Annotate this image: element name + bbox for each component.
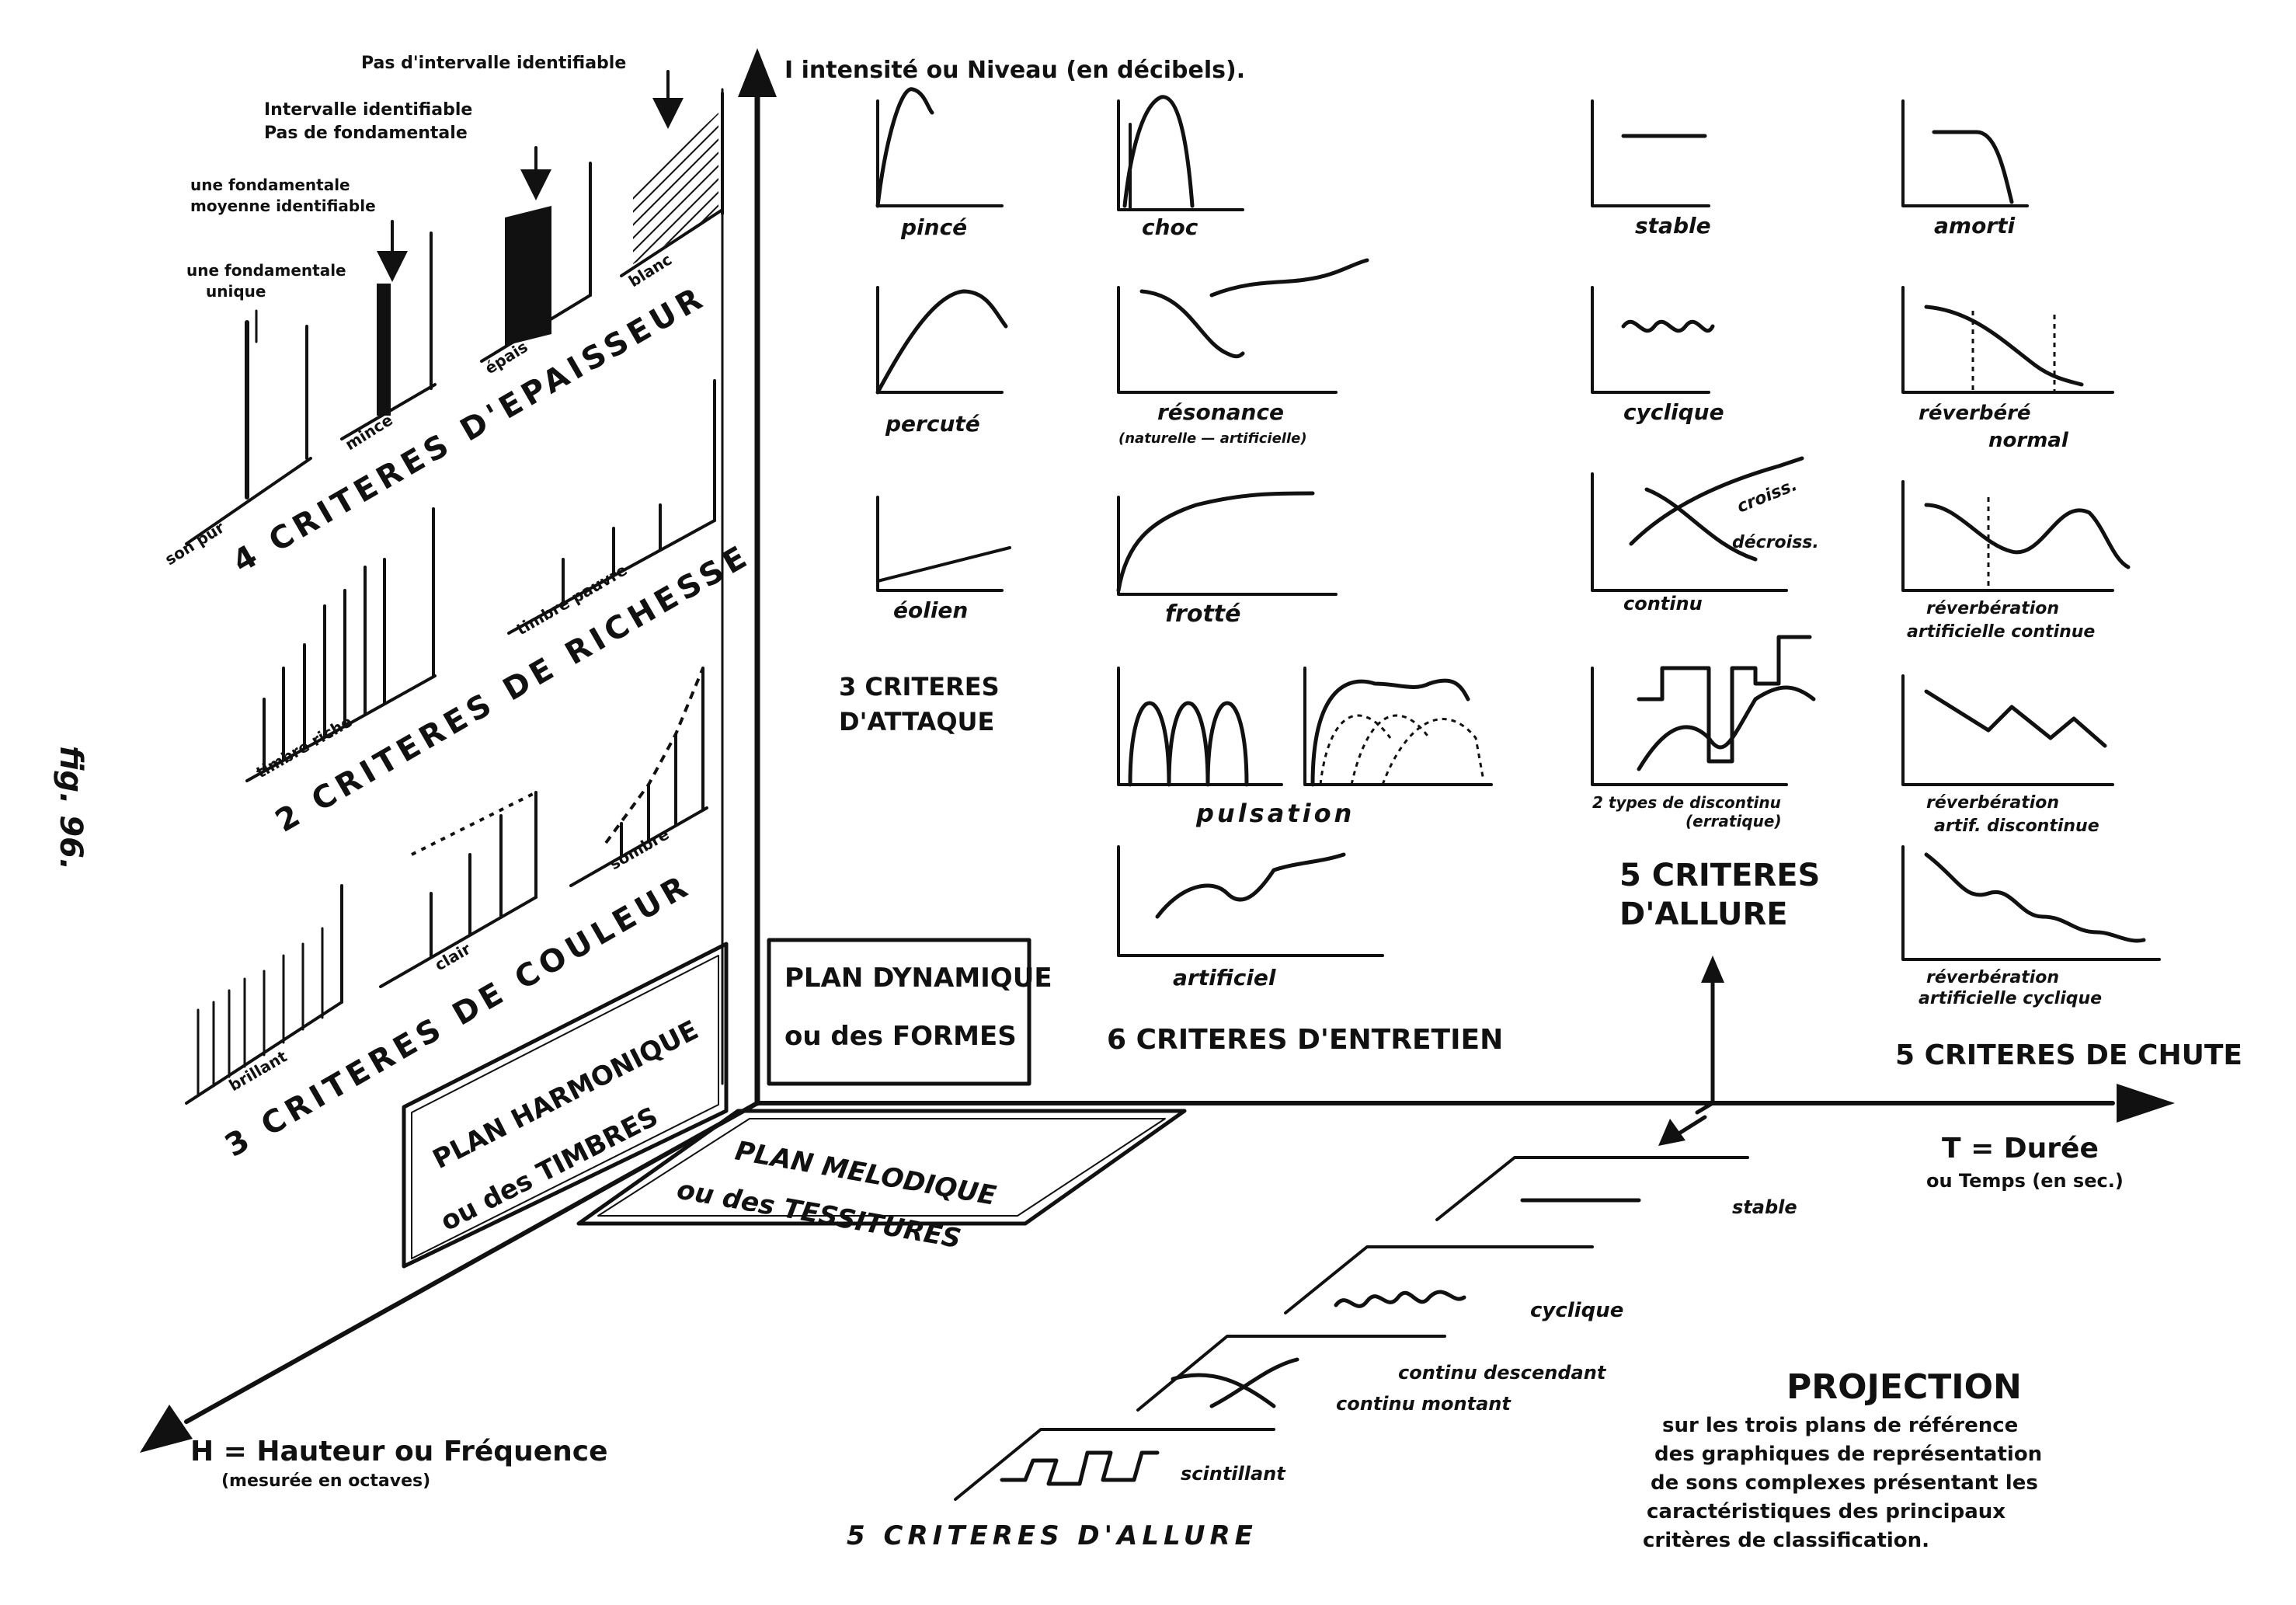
projection-line-4: caractéristiques des principaux <box>1647 1500 2006 1523</box>
duration-axis-sublabel: ou Temps (en sec.) <box>1926 1170 2124 1192</box>
attack-percute: percuté <box>885 411 980 437</box>
thickness-annotation-2b: Pas de fondamentale <box>264 124 468 143</box>
decay-reverbere: réverbéré <box>1919 402 2031 425</box>
allure-discontinu-1: 2 types de discontinu <box>1592 793 1781 812</box>
sustain-frotte: frotté <box>1165 601 1241 628</box>
dynamic-plane-box <box>767 938 1031 1086</box>
decay-graphs <box>1901 99 2161 961</box>
dynamic-plane-subtitle: ou des FORMES <box>784 1021 1017 1052</box>
thickness-annotation-3b: moyenne identifiable <box>190 197 376 215</box>
figure-label: fig. 96. <box>53 746 89 870</box>
intensity-arrow-icon <box>738 48 777 97</box>
allure-down-line <box>1695 1101 1715 1115</box>
pitch-axis-sublabel: (mesurée en octaves) <box>221 1471 430 1491</box>
allure-cyclique: cyclique <box>1623 399 1724 425</box>
duration-arrow-icon <box>2117 1084 2175 1123</box>
melodic-allure-heading: 5 CRITERES D'ALLURE <box>847 1520 1258 1551</box>
attack-pince: pincé <box>900 214 967 240</box>
sustain-artificiel: artificiel <box>1173 965 1276 991</box>
decay-rev-cont-1: réverbération <box>1926 599 2059 618</box>
allure-stable: stable <box>1635 213 1711 238</box>
thickness-graphs <box>185 70 724 545</box>
thickness-heading: 4 CRITERES D'EPAISSEUR <box>227 279 712 580</box>
sustain-heading: 6 CRITERES D'ENTRETIEN <box>1107 1024 1503 1056</box>
harmonic-plane-box <box>402 942 729 1269</box>
pitch-arrow-icon <box>140 1405 193 1453</box>
pitch-axis <box>184 1101 760 1424</box>
projection-line-5: critères de classification. <box>1643 1529 1929 1552</box>
melodic-cyclique: cyclique <box>1530 1299 1623 1322</box>
dynamic-plane-title: PLAN DYNAMIQUE <box>784 963 1052 994</box>
sustain-resonance: résonance <box>1157 399 1284 425</box>
thickness-annotation-4b: unique <box>206 282 266 301</box>
attack-graphs <box>875 87 1011 592</box>
decay-rev-cyc-1: réverbération <box>1926 968 2059 987</box>
attack-heading-1: 3 CRITERES <box>839 672 1000 702</box>
projection-line-1: sur les trois plans de référence <box>1662 1414 2018 1437</box>
decay-normal: normal <box>1988 429 2069 452</box>
color-graphs <box>185 667 708 1105</box>
duration-axis-label: T = Durée <box>1942 1133 2099 1165</box>
decay-heading: 5 CRITERES DE CHUTE <box>1895 1039 2242 1071</box>
richness-graphs <box>245 379 716 782</box>
sustain-graphs <box>1116 95 1493 957</box>
melodic-scintillant: scintillant <box>1181 1463 1286 1485</box>
allure-croissant: croiss. <box>1734 475 1800 517</box>
label-son-pur: son pur <box>162 518 228 569</box>
allure-continu: continu <box>1623 593 1703 614</box>
attack-heading-2: D'ATTAQUE <box>839 707 994 736</box>
melodic-allure-graphs <box>954 1156 1749 1501</box>
label-mince: mince <box>342 410 396 454</box>
label-sombre: sombre <box>607 824 673 873</box>
intensity-axis-label: I intensité ou Niveau (en décibels). <box>784 57 1245 84</box>
projection-line-2: des graphiques de représentation <box>1654 1443 2042 1466</box>
projection-title: PROJECTION <box>1786 1367 2022 1407</box>
thickness-annotation-3a: une fondamentale <box>190 176 350 194</box>
melodic-continu-mont: continu montant <box>1336 1393 1512 1415</box>
decay-rev-disc-2: artif. discontinue <box>1934 816 2099 836</box>
richness-heading: 2 CRITERES DE RICHESSE <box>270 538 757 840</box>
projection-line-3: de sons complexes présentant les <box>1651 1471 2038 1495</box>
allure-heading-1: 5 CRITERES <box>1619 858 1820 893</box>
decay-rev-cont-2: artificielle continue <box>1907 622 2095 642</box>
allure-up-arrow-icon <box>1701 956 1724 983</box>
decay-rev-cyc-2: artificielle cyclique <box>1919 989 2102 1008</box>
thickness-annotation-2a: Intervalle identifiable <box>264 100 472 120</box>
allure-down-line2 <box>1675 1115 1707 1137</box>
allure-discontinu-2: (erratique) <box>1685 812 1782 830</box>
pitch-axis-label: H = Hauteur ou Fréquence <box>190 1436 608 1467</box>
thickness-annotation-4a: une fondamentale <box>186 261 346 280</box>
melodic-continu-desc: continu descendant <box>1398 1362 1607 1384</box>
melodic-plane-box <box>576 1109 1187 1226</box>
allure-heading-2: D'ALLURE <box>1619 897 1788 932</box>
attack-eolien: éolien <box>893 597 968 623</box>
allure-decroissant: décroiss. <box>1732 533 1819 552</box>
allure-graphs <box>1591 99 1816 786</box>
thickness-annotation-1: Pas d'intervalle identifiable <box>361 54 626 73</box>
sustain-resonance-sub: (naturelle — artificielle) <box>1118 430 1307 447</box>
main-axes <box>140 48 2175 1453</box>
decay-amorti: amorti <box>1934 213 2016 238</box>
allure-down-arrow-icon <box>1658 1119 1685 1146</box>
melodic-stable: stable <box>1732 1196 1797 1218</box>
sustain-pulsation: pulsation <box>1195 799 1355 828</box>
decay-rev-disc-1: réverbération <box>1926 793 2059 813</box>
sustain-choc: choc <box>1142 214 1198 240</box>
